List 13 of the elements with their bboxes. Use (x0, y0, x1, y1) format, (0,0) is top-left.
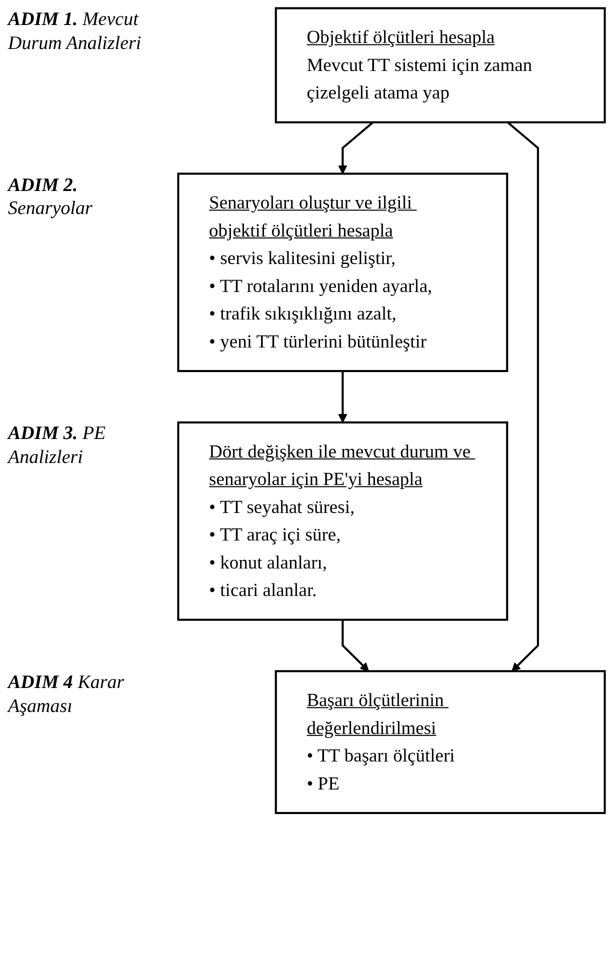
step-label: ADIM 4 Karar Aşaması (8, 671, 126, 719)
arrow (342, 620, 370, 672)
arrow (338, 371, 348, 423)
flowchart-drawing: Objektif ölçütleri hesapla Mevcut TT sistemi için zaman çizelgeli atama yap Senaryoları oluştur ve ilgili objektif ölçütleri hesapla • servis kalitesini geliştir, • TT rotalarını yeniden ayarla, • trafik sıkışıklığını azalt, • yeni TT türlerini bütünleştir Dört değişken ile mevcut durum ve senaryolar için PE'yi hesapla • TT seyahat süresi, • TT araç içi süre, • konut alanları, • ticari alanlar. Başarı ölçütlerinin değerlendirilmesi • TT başarı ölçütleri • PE (170, 0, 613, 822)
node-box (274, 7, 606, 124)
arrow (506, 122, 539, 672)
step-label: ADIM 3. PE Analizleri (8, 422, 107, 470)
node-box (177, 421, 508, 621)
node-box (274, 670, 606, 814)
arrow (338, 122, 374, 174)
step-label: ADIM 2. Senaryolar (8, 174, 94, 222)
step-label: ADIM 1. Mevcut Durum Analizleri (8, 8, 142, 56)
node-box (177, 172, 508, 372)
